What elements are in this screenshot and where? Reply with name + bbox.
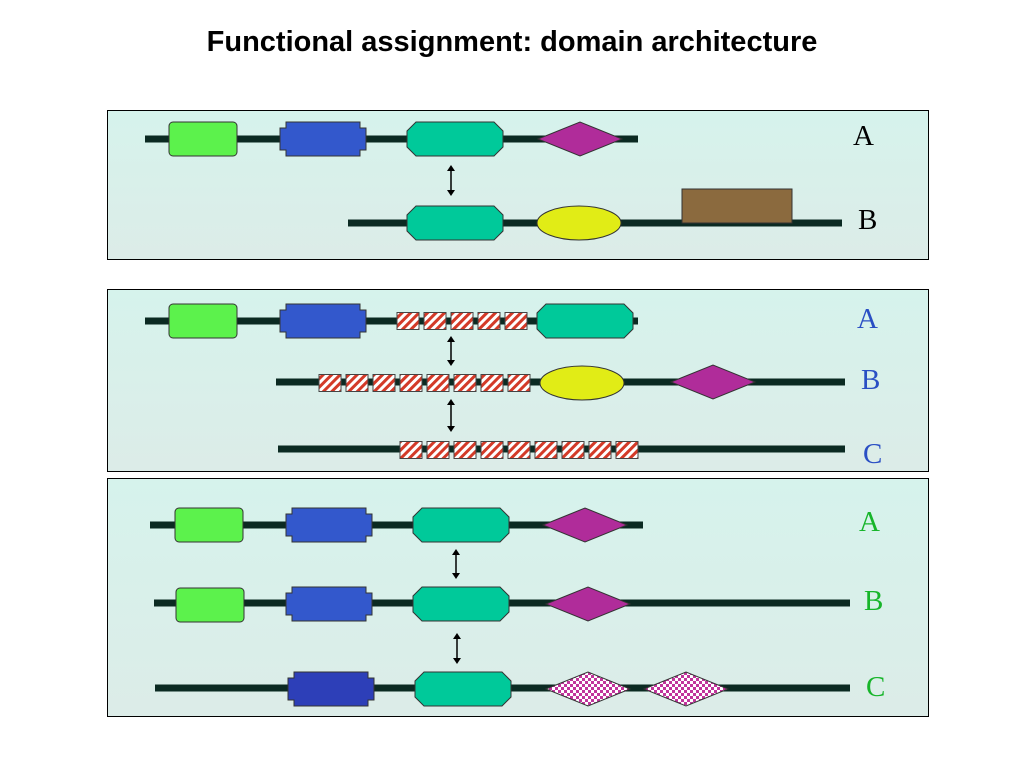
arrow-head-up <box>447 399 455 405</box>
teal-domain <box>412 586 510 622</box>
striped-repeat-domain <box>534 441 558 459</box>
teal-domain <box>414 671 512 707</box>
striped-repeat-domain <box>396 312 420 330</box>
striped-repeat-domain <box>507 374 531 392</box>
striped-repeat-domain <box>561 441 585 459</box>
checkered-diamond-domain <box>642 671 730 707</box>
blue-domain <box>285 586 373 622</box>
striped-repeat-domain <box>453 441 477 459</box>
striped-repeat-domain <box>426 441 450 459</box>
arrow-head-down <box>452 573 460 579</box>
green-domain <box>168 121 238 157</box>
teal-domain <box>536 303 634 339</box>
yellow-ellipse-domain <box>539 365 625 401</box>
row-label: C <box>863 438 882 470</box>
magenta-diamond-domain <box>669 364 757 400</box>
striped-repeat-domain <box>480 374 504 392</box>
green-domain <box>168 303 238 339</box>
striped-repeat-domain <box>453 374 477 392</box>
teal-domain <box>412 507 510 543</box>
magenta-diamond-domain <box>536 121 624 157</box>
magenta-diamond-domain <box>544 586 632 622</box>
striped-repeat-domain <box>423 312 447 330</box>
arrow-head-down <box>447 360 455 366</box>
blue-domain <box>287 671 375 707</box>
striped-repeat-domain <box>345 374 369 392</box>
teal-domain <box>406 205 504 241</box>
row-label: B <box>864 585 883 617</box>
striped-repeat-domain <box>507 441 531 459</box>
row-label: B <box>858 204 877 236</box>
striped-repeat-domain <box>399 441 423 459</box>
arrow-head-up <box>447 336 455 342</box>
striped-repeat-domain <box>615 441 639 459</box>
striped-repeat-domain <box>426 374 450 392</box>
arrow-head-down <box>447 426 455 432</box>
arrow-head-up <box>447 165 455 171</box>
striped-repeat-domain <box>450 312 474 330</box>
striped-repeat-domain <box>477 312 501 330</box>
checkered-diamond-domain <box>544 671 632 707</box>
panel-1 <box>107 110 929 260</box>
row-label: A <box>853 120 874 152</box>
row-label: B <box>861 364 880 396</box>
striped-repeat-domain <box>588 441 612 459</box>
arrow-head-down <box>453 658 461 664</box>
row-label: A <box>859 506 880 538</box>
blue-domain <box>279 121 367 157</box>
striped-repeat-domain <box>399 374 423 392</box>
row-label: C <box>866 671 885 703</box>
striped-repeat-domain <box>372 374 396 392</box>
arrow-head-down <box>447 190 455 196</box>
page-title: Functional assignment: domain architectu… <box>206 26 818 58</box>
arrow-head-up <box>452 549 460 555</box>
green-domain <box>174 507 244 543</box>
green-domain <box>175 587 245 623</box>
yellow-ellipse-domain <box>536 205 622 241</box>
magenta-diamond-domain <box>541 507 629 543</box>
row-label: A <box>857 303 878 335</box>
blue-domain <box>279 303 367 339</box>
arrow-head-up <box>453 633 461 639</box>
teal-domain <box>406 121 504 157</box>
striped-repeat-domain <box>504 312 528 330</box>
striped-repeat-domain <box>480 441 504 459</box>
striped-repeat-domain <box>318 374 342 392</box>
brown-domain <box>681 188 793 224</box>
blue-domain <box>285 507 373 543</box>
